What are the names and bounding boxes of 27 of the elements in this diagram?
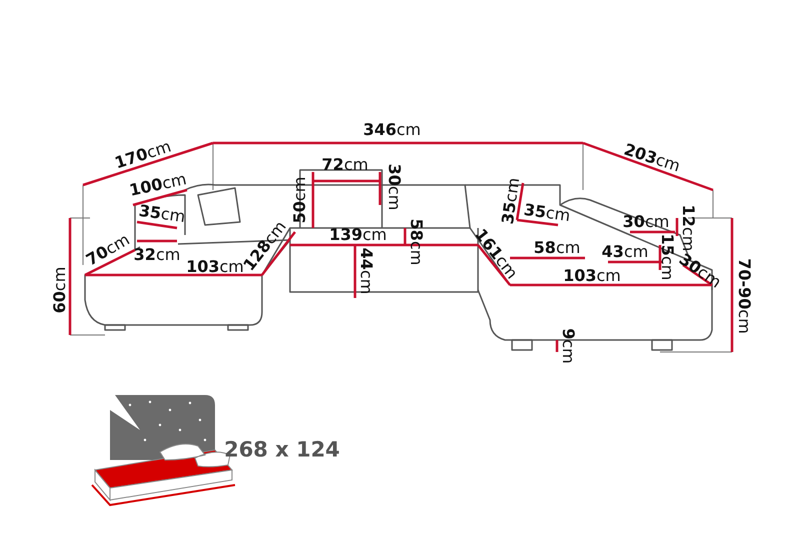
dimension-label: 346cm: [363, 122, 421, 138]
dimension-label: 58cm: [408, 218, 424, 266]
dimension-label: 70cm: [84, 231, 132, 269]
dimension-label: 100cm: [128, 171, 188, 199]
dimension-label: 35cm: [500, 176, 522, 226]
dimension-label: 15cm: [659, 234, 675, 280]
dimension-label: 44cm: [358, 248, 374, 294]
dimension-label: 30cm: [386, 164, 402, 210]
dimension-label: 70-90cm: [736, 258, 752, 334]
dimension-label: 103cm: [563, 268, 621, 284]
dimension-label: 43cm: [602, 244, 648, 260]
dimension-label: 139cm: [329, 227, 387, 243]
dimension-label: 72cm: [322, 157, 368, 173]
dimension-label: 60cm: [52, 266, 68, 314]
dimension-label: 35cm: [522, 202, 572, 224]
dimension-label: 203cm: [622, 141, 682, 175]
dimension-label: 103cm: [186, 259, 244, 275]
dimension-label: 32cm: [134, 247, 180, 263]
dimension-label: 30cm: [676, 251, 724, 291]
dimension-label: 9cm: [560, 328, 576, 364]
bed-size-label: 268 x 124: [224, 440, 340, 460]
dimension-label: 170cm: [113, 138, 173, 172]
dimension-label: 50cm: [292, 176, 308, 224]
dimension-label: 58cm: [534, 240, 580, 256]
dimension-label: 12cm: [680, 204, 696, 252]
dimension-label: 35cm: [138, 202, 186, 226]
dimension-label: 30cm: [622, 214, 670, 230]
